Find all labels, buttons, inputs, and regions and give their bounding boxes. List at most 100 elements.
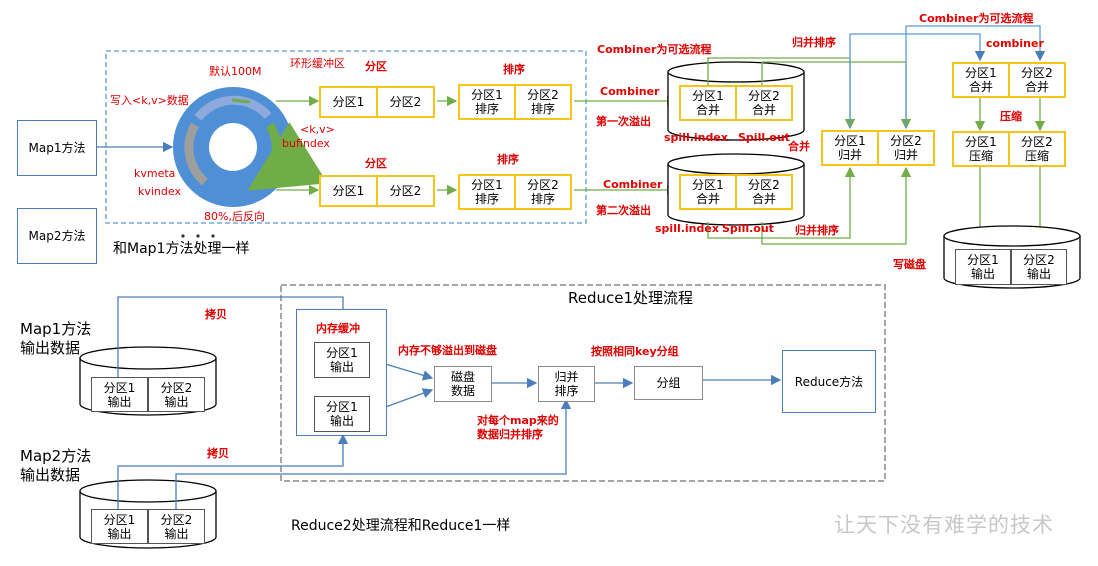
spill-out-label-1: Spill.out — [738, 131, 790, 144]
partition2-combine-box: 分区2 合并 — [1008, 62, 1066, 98]
merge-sort-text: 归并 排序 — [554, 370, 579, 398]
partition-label-1: 分区 — [365, 60, 387, 73]
partition2-combine-text: 分区2 合并 — [1021, 66, 1053, 94]
memory-partition1-output-1: 分区1 输出 — [314, 342, 370, 378]
watermark: 让天下没有难学的技术 — [834, 513, 1054, 537]
final-partition2-output-text: 分区2 输出 — [1023, 253, 1055, 281]
part2-merge-text: 分区2 合并 — [748, 178, 780, 206]
partition2-merged-box: 分区2 归并 — [877, 130, 935, 166]
map1-method-label: Map1方法 — [28, 141, 86, 155]
merge-sort-label-top: 归并排序 — [792, 36, 836, 49]
partition2-compress-box: 分区2 压缩 — [1008, 131, 1066, 167]
group-by-key-label: 按照相同key分组 — [591, 345, 679, 358]
kv-tag-label: <k,v> — [300, 123, 335, 136]
bufindex-label: bufindex — [282, 137, 330, 150]
group-text: 分组 — [656, 376, 681, 390]
disk-data-box: 磁盘 数据 — [434, 366, 492, 402]
partition1-compress-text: 分区1 压缩 — [965, 135, 997, 163]
second-spill-label: 第二次溢出 — [596, 204, 651, 217]
partition1-combine-box: 分区1 合并 — [952, 62, 1010, 98]
map2-partition2-output: 分区2 输出 — [148, 509, 205, 544]
reduce1-title: Reduce1处理流程 — [568, 289, 694, 307]
ring-buffer-shape — [173, 87, 328, 207]
partition2-box-2: 分区2 — [376, 175, 435, 207]
partition1-combine-text: 分区1 合并 — [965, 66, 997, 94]
copy-label-2: 拷贝 — [207, 447, 229, 460]
partition2-sort-text: 分区2 排序 — [527, 88, 559, 116]
map2-partition1-output-text: 分区1 输出 — [103, 512, 136, 541]
write-kv-label: 写入<k,v>数据 — [110, 94, 189, 107]
partition1-box-2: 分区1 — [319, 175, 378, 207]
merge-sort-label-bottom: 归并排序 — [795, 224, 839, 237]
partition2-sort-box-1: 分区2 排序 — [514, 84, 572, 120]
map1-partition1-output: 分区1 输出 — [91, 377, 148, 412]
spill-index-label-2: spill.index — [655, 222, 719, 235]
same-as-map1-note: 和Map1方法处理一样 — [113, 241, 250, 257]
map1-partition2-output: 分区2 输出 — [148, 377, 205, 412]
map2-partition1-output: 分区1 输出 — [91, 509, 148, 544]
partition2-merged-text: 分区2 归并 — [890, 134, 922, 162]
partition-label-2: 分区 — [365, 157, 387, 170]
partition1-text: 分区1 — [332, 95, 365, 109]
map1-partition2-output-text: 分区2 输出 — [160, 380, 193, 409]
partition2-sort-box-2: 分区2 排序 — [514, 174, 572, 210]
map-buffer-frame — [105, 50, 587, 224]
combiner-label-2: Combiner — [603, 178, 663, 191]
spill-out-label-2: Spill.out — [722, 222, 774, 235]
part1-merge-text: 分区1 合并 — [692, 89, 724, 117]
copy-label-1: 拷贝 — [205, 308, 227, 321]
group-box: 分组 — [634, 366, 703, 400]
sort-label-1: 排序 — [503, 63, 525, 76]
memory-partition1-output-text: 分区1 输出 — [326, 346, 358, 374]
partition2-text: 分区2 — [389, 95, 422, 109]
default-100m-label: 默认100M — [209, 65, 262, 78]
partition1-sort-box-1: 分区1 排序 — [458, 84, 516, 120]
compress-label: 压缩 — [1000, 110, 1022, 123]
map2-output-data-label: Map2方法 输出数据 — [20, 447, 92, 484]
combiner-lower-label: combiner — [986, 37, 1044, 50]
spill1-part2-merge: 分区2 合并 — [735, 85, 793, 121]
partition1-compress-box: 分区1 压缩 — [952, 131, 1010, 167]
final-partition2-output: 分区2 输出 — [1011, 249, 1067, 285]
spill-index-label-1: spill.index — [664, 131, 728, 144]
ring-buffer-label: 环形缓冲区 — [290, 57, 345, 70]
partition1-sort-text: 分区1 排序 — [471, 178, 503, 206]
first-spill-label: 第一次溢出 — [596, 115, 651, 128]
map2-method-box: Map2方法 — [17, 208, 97, 264]
map1-partition1-output-text: 分区1 输出 — [103, 380, 136, 409]
merge-label: 合并 — [788, 140, 810, 153]
reduce-method-text: Reduce方法 — [794, 374, 864, 389]
part1-merge-text: 分区1 合并 — [692, 178, 724, 206]
partition2-text: 分区2 — [389, 184, 422, 198]
memory-partition1-output-2: 分区1 输出 — [314, 396, 370, 432]
memory-buffer-label: 内存缓冲 — [316, 322, 360, 335]
partition2-compress-text: 分区2 压缩 — [1021, 135, 1053, 163]
reduce2-note: Reduce2处理流程和Reduce1一样 — [291, 518, 511, 534]
memory-partition1-output-text: 分区1 输出 — [326, 400, 358, 428]
final-partition1-output: 分区1 输出 — [955, 249, 1011, 285]
partition2-sort-text: 分区2 排序 — [527, 178, 559, 206]
final-partition1-output-text: 分区1 输出 — [967, 253, 999, 281]
merge-sort-box: 归并 排序 — [538, 366, 595, 402]
reverse-80-label: 80%,后反向 — [204, 210, 265, 223]
reduce1-frame — [280, 284, 886, 482]
map1-method-box: Map1方法 — [17, 120, 97, 176]
partition1-merged-box: 分区1 归并 — [821, 130, 879, 166]
disk-data-text: 磁盘 数据 — [450, 370, 475, 398]
map1-output-data-label: Map1方法 输出数据 — [20, 320, 92, 357]
partition2-box-1: 分区2 — [376, 86, 435, 118]
kvmeta-label: kvmeta — [134, 167, 176, 180]
partition1-merged-text: 分区1 归并 — [834, 134, 866, 162]
combiner-optional-label-2: Combiner为可选流程 — [919, 12, 1034, 25]
partition1-sort-box-2: 分区1 排序 — [458, 174, 516, 210]
part2-merge-text: 分区2 合并 — [748, 89, 780, 117]
combiner-optional-label-1: Combiner为可选流程 — [597, 43, 712, 56]
reduce-method-box: Reduce方法 — [782, 350, 876, 413]
combiner-label-1: Combiner — [600, 85, 660, 98]
partition1-box-1: 分区1 — [319, 86, 378, 118]
partition1-text: 分区1 — [332, 184, 365, 198]
sort-label-2: 排序 — [497, 153, 519, 166]
write-disk-label: 写磁盘 — [893, 258, 926, 271]
partition1-sort-text: 分区1 排序 — [471, 88, 503, 116]
